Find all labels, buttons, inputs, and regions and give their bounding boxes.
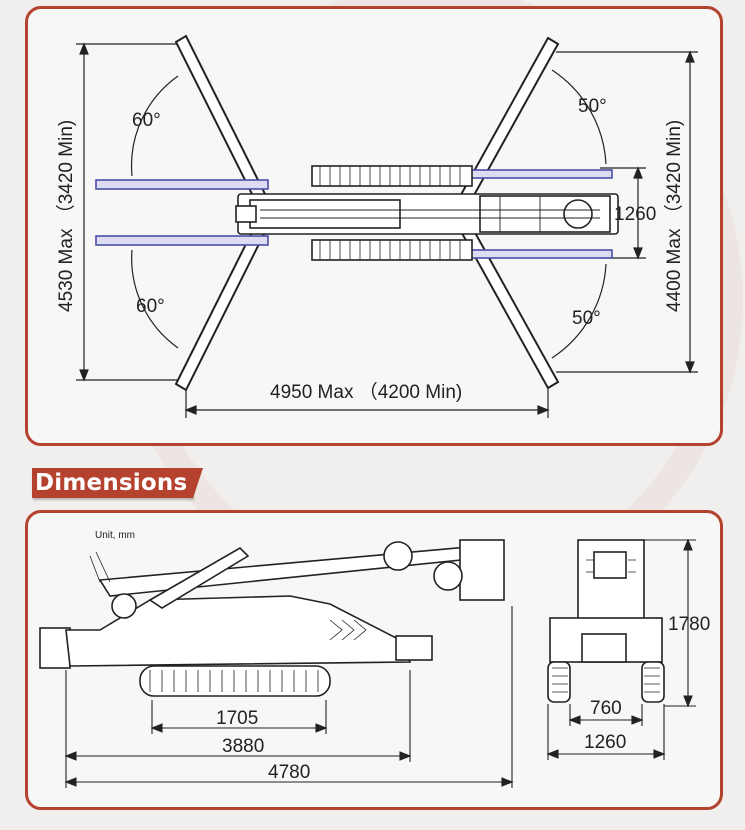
angle-bottom-left-label: 60° [136, 296, 165, 317]
left-height-label: 4530 Max （3420 Min) [55, 120, 77, 312]
span-label: 4950 Max （4200 Min) [270, 381, 462, 403]
track-gap-label: 760 [590, 698, 622, 719]
front-width-label: 1260 [584, 732, 626, 753]
angle-top-left-label: 60° [132, 110, 161, 131]
section-title: Dimensions [32, 468, 204, 498]
front-height-label: 1780 [668, 614, 710, 635]
body-length-label: 3880 [222, 736, 264, 757]
angle-top-right-label: 50° [578, 96, 607, 117]
unit-label: Unit, mm [95, 530, 135, 541]
right-height-label: 4400 Max （3420 Min) [663, 120, 685, 312]
outrigger-gap-label: 1260 [614, 204, 656, 225]
total-length-label: 4780 [268, 762, 310, 783]
angle-bottom-right-label: 50° [572, 308, 601, 329]
track-length-label: 1705 [216, 708, 258, 729]
